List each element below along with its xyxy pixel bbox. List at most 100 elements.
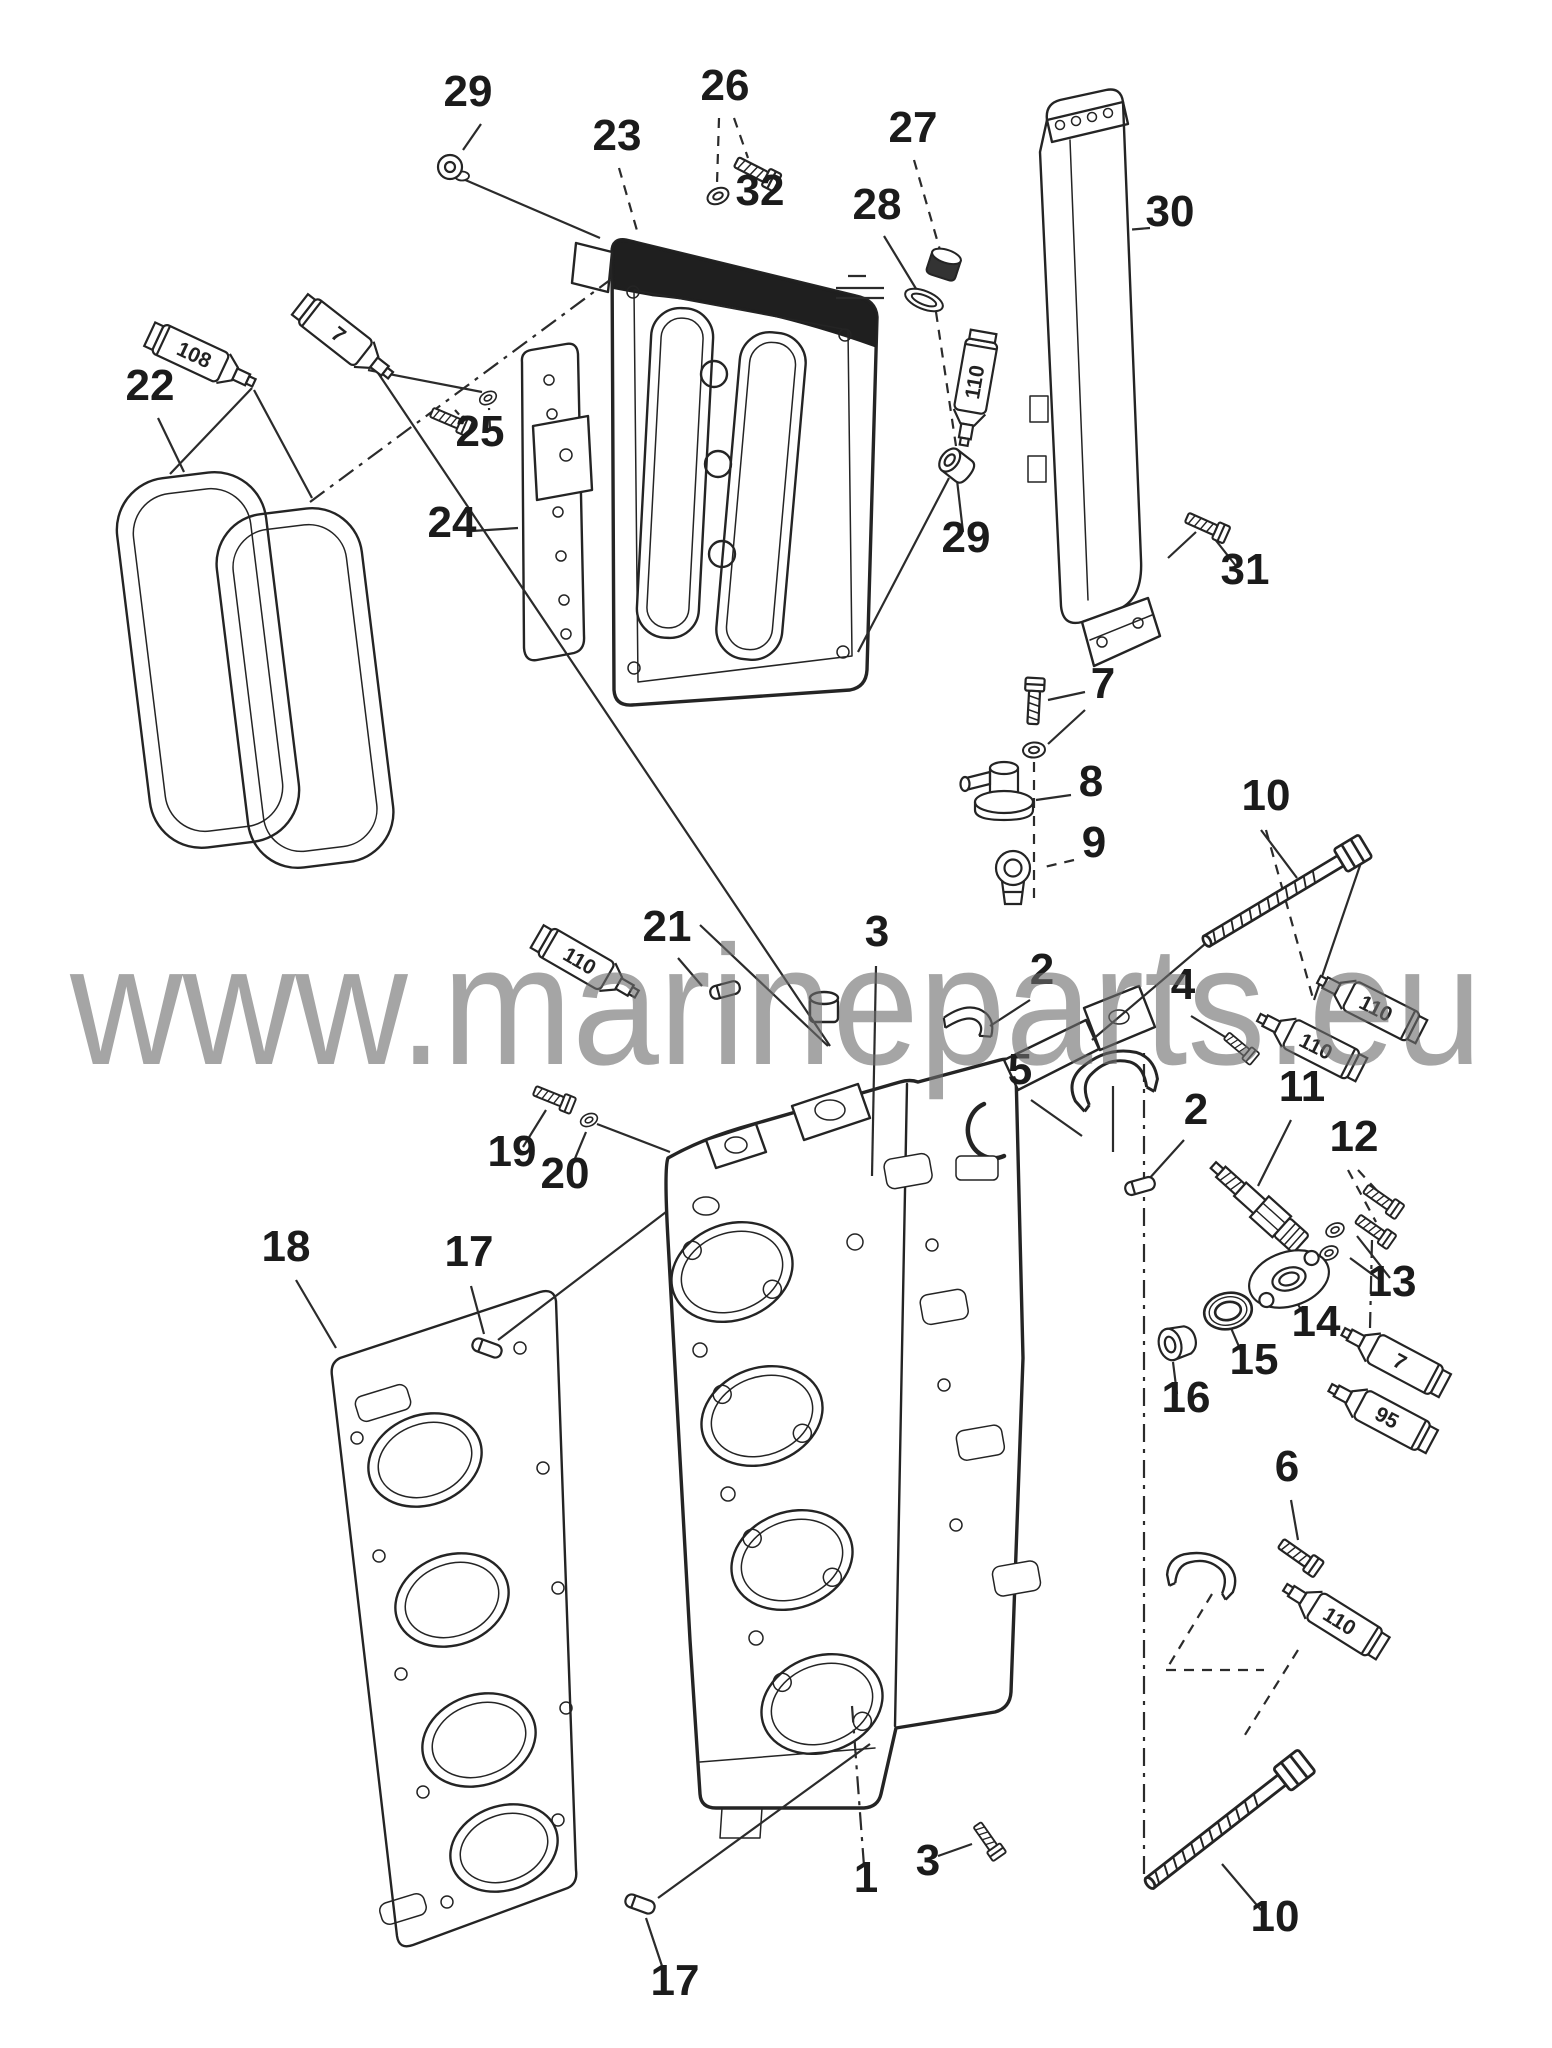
callout-30: 30 xyxy=(1146,187,1195,236)
leader-lines-layer xyxy=(157,117,1391,1973)
seal-15 xyxy=(1199,1287,1257,1335)
callout-leader-17-left xyxy=(469,1285,486,1335)
callout-leader-15 xyxy=(1229,1327,1245,1357)
callout-leader-6 xyxy=(1289,1499,1300,1541)
callout-leader-18 xyxy=(295,1279,337,1349)
callout-18: 18 xyxy=(262,1222,311,1271)
callout-leader-20 xyxy=(569,1131,588,1169)
callout-20: 20 xyxy=(541,1149,590,1198)
callout-7-mid: 7 xyxy=(1091,659,1115,708)
construction-line xyxy=(253,389,313,499)
construction-line xyxy=(1264,829,1316,1003)
callout-leader-16 xyxy=(1171,1361,1179,1395)
callout-25: 25 xyxy=(456,407,505,456)
callout-17-left: 17 xyxy=(445,1227,494,1276)
callout-1: 1 xyxy=(854,1853,878,1902)
callout-leader-13 xyxy=(1356,1235,1391,1279)
callout-3-top: 3 xyxy=(865,907,889,956)
callout-2-top: 2 xyxy=(1030,945,1054,994)
grommet-29 xyxy=(933,443,979,487)
watermark-text: www.marineparts.eu xyxy=(69,911,1482,1101)
callout-9: 9 xyxy=(1082,818,1106,867)
callout-leader-2-right xyxy=(1147,1139,1185,1181)
construction-line xyxy=(1091,943,1206,1041)
stud-10b xyxy=(1137,1747,1317,1898)
callout-3-bottom: 3 xyxy=(916,1836,940,1885)
callout-11: 11 xyxy=(1279,1062,1326,1111)
callout-29-top: 29 xyxy=(444,67,493,116)
clamp-6 xyxy=(1162,1544,1243,1604)
callout-2-right: 2 xyxy=(1184,1085,1208,1134)
thermostat-8 xyxy=(959,760,1035,822)
sensor-11 xyxy=(1202,1153,1312,1256)
tube-7-right: 7 xyxy=(1334,1316,1454,1401)
callout-26: 26 xyxy=(701,61,750,110)
callout-10-bottom: 10 xyxy=(1251,1892,1300,1941)
construction-line xyxy=(371,363,831,1047)
callout-6: 6 xyxy=(1275,1442,1299,1491)
banjo-bolt-29 xyxy=(436,153,471,182)
callout-leader-26 xyxy=(715,117,721,185)
callout-32: 32 xyxy=(736,166,785,215)
breather-plate xyxy=(520,342,594,662)
callout-19: 19 xyxy=(488,1127,537,1176)
callout-23: 23 xyxy=(593,111,642,160)
callout-leader-23 xyxy=(617,167,640,235)
callout-leader-7-mid xyxy=(1047,690,1086,702)
bolt-7 xyxy=(1022,676,1046,726)
washer-13a xyxy=(1322,1219,1348,1241)
callout-leader-24 xyxy=(471,526,519,533)
callout-22: 22 xyxy=(126,361,175,410)
callout-leader-26 xyxy=(732,117,750,159)
washer-7 xyxy=(1021,740,1047,760)
callout-12: 12 xyxy=(1330,1112,1379,1161)
bolt-6 xyxy=(1274,1534,1326,1579)
callout-24: 24 xyxy=(428,498,477,547)
oring-28 xyxy=(901,283,947,317)
callout-leader-21 xyxy=(677,957,703,987)
construction-line xyxy=(657,1743,871,1899)
callout-28: 28 xyxy=(853,180,902,229)
callout-leader-29-top xyxy=(462,123,482,151)
construction-line xyxy=(497,1211,667,1341)
callout-leader-5 xyxy=(1030,1099,1083,1137)
callout-17-bottom: 17 xyxy=(651,1956,700,2005)
tube-7-topleft: 7 xyxy=(288,290,402,389)
callout-29-mid: 29 xyxy=(942,513,991,562)
construction-line xyxy=(1165,1593,1213,1671)
callout-leader-8 xyxy=(1035,793,1072,802)
callout-leader-3-bottom xyxy=(937,1842,973,1858)
callout-4: 4 xyxy=(1171,960,1196,1009)
callout-leader-25 xyxy=(487,407,492,429)
callout-leader-1 xyxy=(850,1705,866,1867)
bolt-3 xyxy=(969,1819,1008,1863)
cylinder-head xyxy=(664,984,1157,1839)
washer-20 xyxy=(577,1110,601,1130)
fitting-9 xyxy=(994,849,1032,906)
dowel-17b xyxy=(622,1891,658,1917)
construction-line xyxy=(1312,847,1368,1001)
callout-leader-7-mid xyxy=(1047,709,1086,745)
construction-line xyxy=(455,174,601,240)
callout-leader-2-top xyxy=(989,999,1031,1027)
construction-line xyxy=(309,279,611,503)
callout-leader-22 xyxy=(157,417,185,473)
valve-cover-gasket xyxy=(115,470,395,870)
callout-27: 27 xyxy=(889,103,938,152)
callout-leader-29-mid xyxy=(955,479,965,533)
construction-line xyxy=(857,477,950,653)
callout-leader-30 xyxy=(1125,226,1151,232)
callout-5: 5 xyxy=(1008,1045,1032,1094)
callout-leader-4 xyxy=(1190,1015,1231,1041)
callout-13: 13 xyxy=(1368,1257,1417,1306)
construction-line xyxy=(169,387,253,475)
construction-line xyxy=(699,924,829,1047)
tube-110-bottom: 110 xyxy=(1275,1572,1393,1663)
callout-leader-10-top xyxy=(1260,829,1298,879)
construction-line xyxy=(1242,1649,1299,1739)
callout-leader-28 xyxy=(883,235,919,293)
